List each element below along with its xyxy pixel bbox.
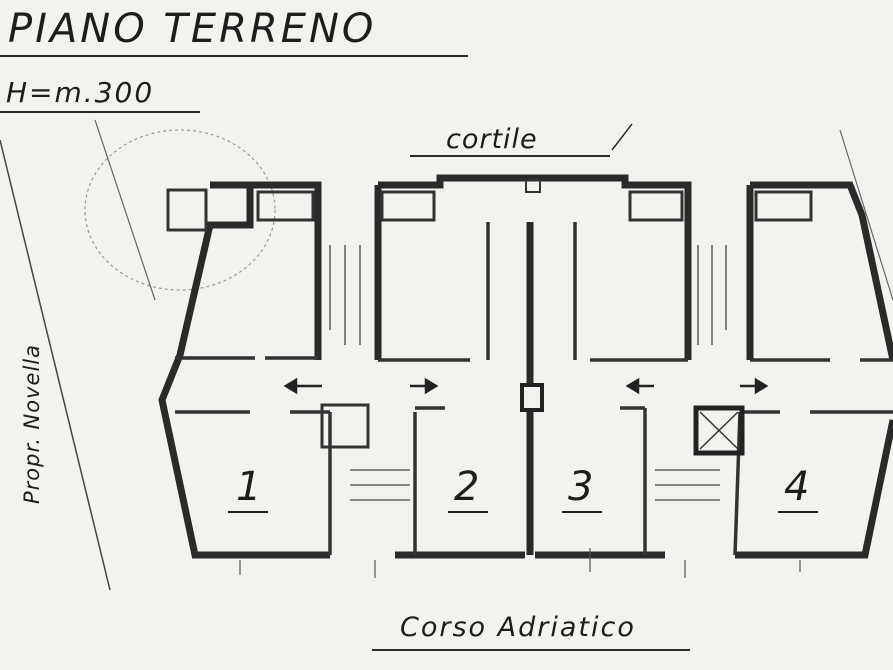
unit-1-number: 1 [236,464,262,510]
interior-walls [175,222,893,556]
central-column [520,383,544,412]
unit-3-number: 3 [568,464,594,510]
shaft-cross [699,411,739,450]
unit-2-number: 2 [454,464,480,510]
shaft-box-left [320,403,370,449]
street-label: Corso Adriatico [400,612,636,643]
floor-height-label: H=m.300 [6,76,155,109]
property-boundary-left [0,139,111,591]
courtyard-pointer [611,123,633,151]
neighbor-property-label: Propr. Novella [19,344,44,504]
unit-4-number: 4 [784,464,810,510]
service-rooms [166,188,813,232]
dimension-ticks [239,548,801,578]
courtyard-label: cortile [446,124,538,155]
courtyard-shaft [525,179,541,193]
entrance-arrows [283,377,769,395]
stamp-mark [84,129,276,291]
property-boundary-right [839,129,893,301]
plan-title: PIANO TERRENO [8,6,377,52]
shaft-box-right [693,405,745,456]
staircases [329,245,727,501]
property-boundary-line [94,119,156,301]
